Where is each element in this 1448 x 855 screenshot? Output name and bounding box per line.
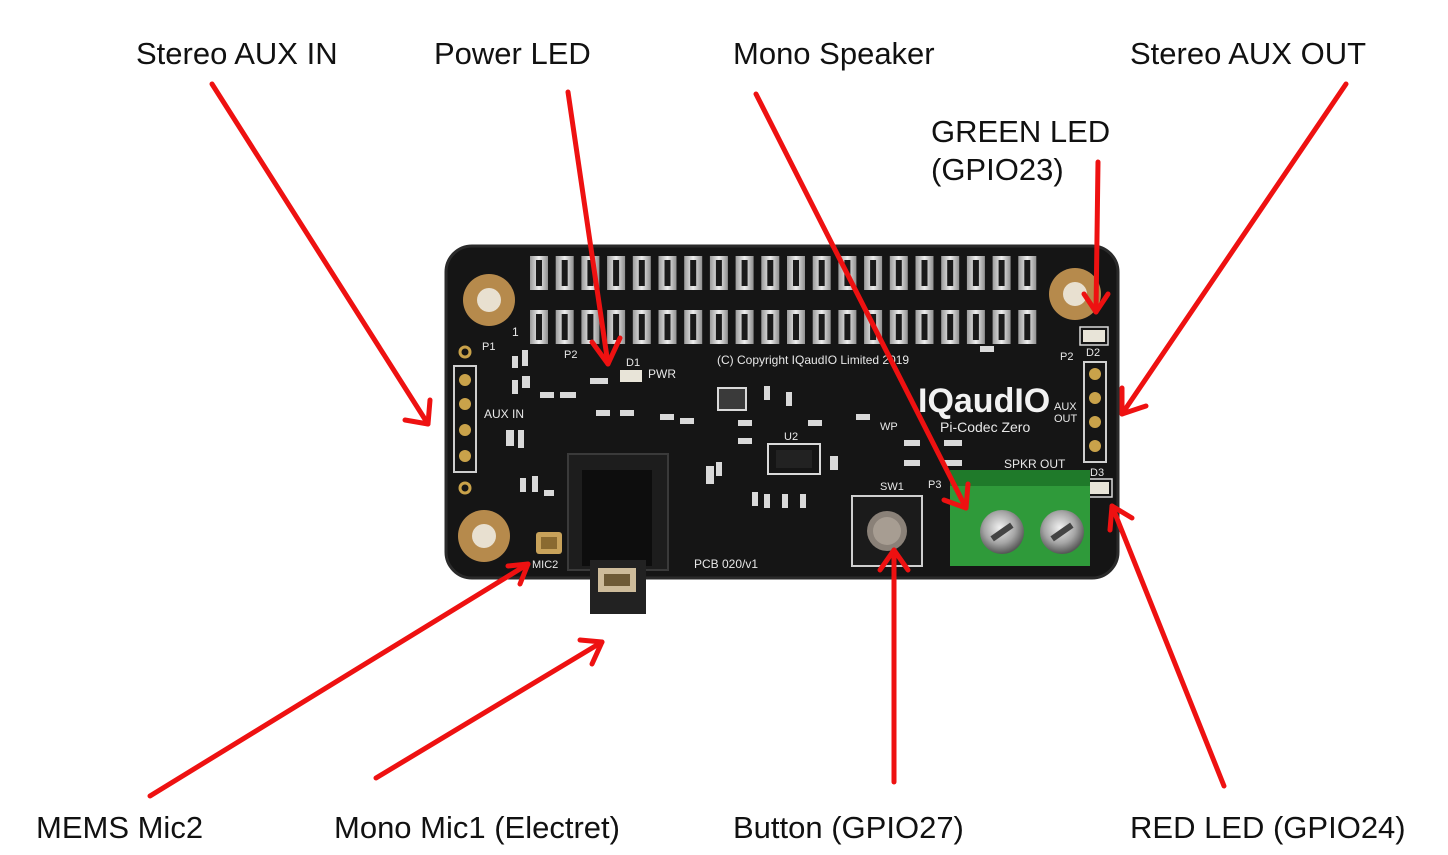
gpio-pin-slot — [587, 314, 594, 340]
green-led-d2 — [1079, 326, 1109, 346]
product-name-text: Pi-Codec Zero — [940, 419, 1030, 435]
gpio-pin-slot — [895, 314, 902, 340]
label-stereo-aux-out: Stereo AUX OUT — [1130, 36, 1367, 71]
gpio-pin-slot — [921, 260, 928, 286]
push-button-sw1 — [851, 495, 923, 567]
gpio-pin-slot — [536, 260, 542, 286]
speaker-terminal-block — [950, 470, 1090, 566]
u2-silk: U2 — [784, 431, 798, 443]
gpio-pin-slot — [1024, 314, 1031, 340]
gpio-pin-slot — [741, 314, 748, 340]
d2-silk: D2 — [1086, 347, 1100, 359]
label-mems-mic2: MEMS Mic2 — [36, 810, 204, 845]
gpio-pin-slot — [793, 314, 799, 340]
gpio-header — [530, 256, 1037, 344]
arrow-green-led — [1081, 159, 1111, 315]
gpio-pin-slot — [998, 260, 1005, 286]
gpio-pin-slot — [664, 314, 671, 340]
aux-out-silk-1: AUX — [1054, 401, 1077, 413]
sw1-silk: SW1 — [880, 481, 904, 493]
gpio-pin-slot — [767, 314, 774, 340]
mounting-hole — [463, 274, 515, 326]
label-mono-speaker: Mono Speaker — [733, 36, 935, 71]
brand-logo-text: IQaudIO — [918, 382, 1050, 420]
p3-silk: P3 — [928, 479, 941, 491]
gpio-pin-slot — [536, 314, 542, 340]
p1-silk: P1 — [482, 341, 495, 353]
gpio-pin-slot — [638, 314, 645, 340]
power-led-d1 — [620, 370, 642, 382]
annotation-arrows — [147, 81, 1349, 799]
gpio-pin-slot — [1024, 260, 1031, 286]
mounting-hole — [1049, 268, 1101, 320]
p2-left-silk: P2 — [564, 349, 577, 361]
arrow-mems-mic2 — [147, 561, 531, 799]
wp-silk: WP — [880, 421, 898, 433]
pin1-silk: 1 — [512, 325, 519, 339]
aux-out-silk-2: OUT — [1054, 413, 1078, 425]
gpio-pin-slot — [895, 260, 902, 286]
silkscreen: (C) Copyright IQaudIO Limited 2019 IQaud… — [482, 325, 1104, 571]
label-green-led-line2: (GPIO23) — [931, 152, 1064, 187]
arrow-power-led — [565, 89, 623, 367]
p2-right-silk: P2 — [1060, 351, 1073, 363]
gpio-pin-slot — [972, 260, 979, 286]
gpio-pin-slot — [715, 260, 722, 286]
audio-jack — [567, 453, 669, 614]
arrow-stereo-aux-in — [209, 81, 433, 427]
arrow-stereo-aux-out — [1119, 81, 1349, 417]
gpio-pin-slot — [715, 314, 722, 340]
smd-components — [506, 346, 994, 508]
mic2-silk: MIC2 — [532, 559, 558, 571]
gpio-pin-slot — [561, 260, 568, 286]
gpio-pin-slot — [664, 260, 671, 286]
arrow-mono-mic1 — [373, 637, 605, 781]
gpio-pin-slot — [767, 260, 774, 286]
gpio-pin-slot — [998, 314, 1005, 340]
label-power-led: Power LED — [434, 36, 591, 71]
gpio-pin-slot — [947, 260, 954, 286]
mems-mic2 — [536, 532, 562, 554]
gpio-pin-slot — [818, 314, 825, 340]
gpio-pin-slot — [870, 260, 877, 286]
aux-out-header — [1083, 361, 1107, 463]
gpio-pin-slot — [921, 314, 928, 340]
label-red-led: RED LED (GPIO24) — [1130, 810, 1406, 845]
chip-y1 — [717, 387, 747, 411]
gpio-pin-slot — [844, 314, 851, 340]
label-stereo-aux-in: Stereo AUX IN — [136, 36, 338, 71]
copyright-text: (C) Copyright IQaudIO Limited 2019 — [717, 353, 909, 367]
gpio-pin-slot — [690, 260, 697, 286]
gpio-pin-slot — [613, 314, 620, 340]
gpio-pin-slot — [561, 314, 568, 340]
chip-u2 — [767, 443, 821, 475]
gpio-pin-slot — [741, 260, 748, 286]
label-button: Button (GPIO27) — [733, 810, 964, 845]
aux-in-silk: AUX IN — [484, 407, 524, 421]
pcb-version-text: PCB 020/v1 — [694, 557, 758, 571]
gpio-pin-slot — [638, 260, 645, 286]
label-green-led-line1: GREEN LED — [931, 114, 1111, 149]
gpio-pin-slot — [613, 260, 620, 286]
gpio-pin-slot — [972, 314, 979, 340]
gpio-pin-slot — [587, 260, 594, 286]
gpio-pin-slot — [818, 260, 825, 286]
pwr-silk: PWR — [648, 367, 676, 381]
gpio-pin-slot — [793, 260, 799, 286]
arrow-mono-speaker — [753, 91, 971, 511]
aux-in-header — [453, 345, 477, 495]
d1-silk: D1 — [626, 357, 640, 369]
gpio-pin-slot — [947, 314, 954, 340]
label-mono-mic1: Mono Mic1 (Electret) — [334, 810, 620, 845]
spkr-out-silk: SPKR OUT — [1004, 457, 1066, 471]
mounting-hole — [458, 510, 510, 562]
d3-silk: D3 — [1090, 467, 1104, 479]
arrow-red-led — [1107, 503, 1227, 789]
arrow-button — [877, 547, 911, 785]
gpio-pin-slot — [690, 314, 697, 340]
